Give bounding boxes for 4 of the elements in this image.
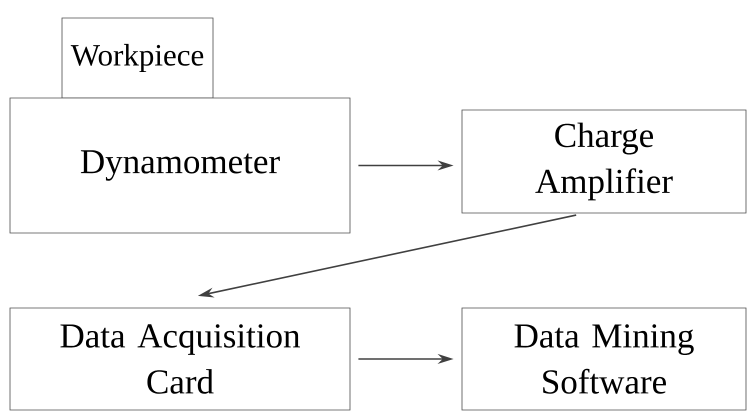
process-box: Workpiece xyxy=(62,18,214,98)
process-box: Charge Amplifier xyxy=(462,110,746,214)
process-box: Data Mining Software xyxy=(462,308,746,410)
process-box: Data Acquisition Card xyxy=(10,308,350,410)
